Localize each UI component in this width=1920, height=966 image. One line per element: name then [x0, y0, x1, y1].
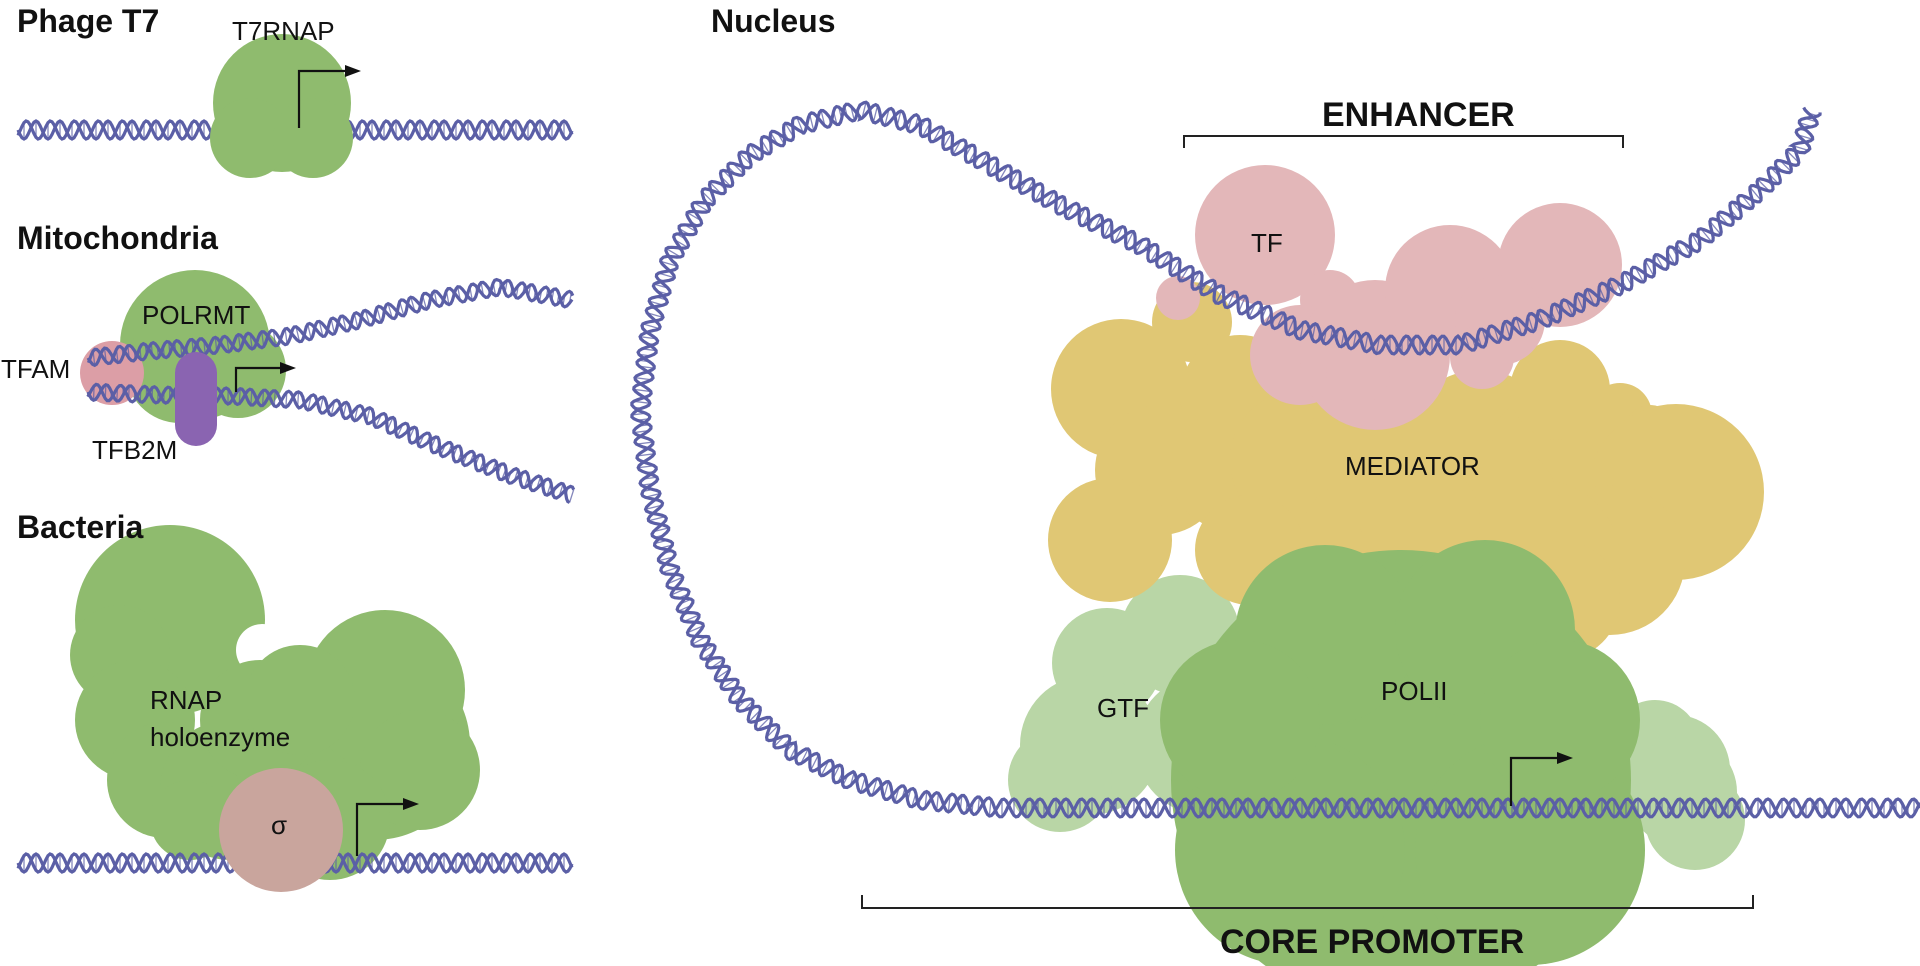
bacteria-title: Bacteria: [17, 509, 144, 545]
mito-tss-arrow: [234, 362, 296, 392]
tfb2m-blob: [175, 352, 217, 446]
bacteria-tss-arrow: [355, 798, 419, 856]
holoenzyme-label: holoenzyme: [150, 722, 290, 752]
enhancer-bracket: [1183, 135, 1624, 148]
core-promoter-bracket: [861, 895, 1754, 909]
tfam-label: TFAM: [1, 354, 70, 384]
protein-blobs-front: [175, 34, 353, 892]
nucleus-title: Nucleus: [711, 3, 835, 39]
sigma-blob: [219, 768, 343, 892]
t7rnap-blob: [210, 34, 353, 178]
t7rnap-label: T7RNAP: [232, 16, 335, 46]
mitochondria-title: Mitochondria: [17, 220, 218, 256]
enhancer-label: ENHANCER: [1322, 96, 1515, 134]
core-promoter-label: CORE PROMOTER: [1220, 923, 1524, 961]
tf-label: TF: [1251, 228, 1283, 258]
sigma-label: σ: [271, 810, 287, 840]
nucleus-dna-loop: [630, 100, 1920, 819]
dna-strands: [16, 100, 1920, 874]
phage-title: Phage T7: [17, 3, 159, 39]
tfb2m-label: TFB2M: [92, 435, 177, 465]
polrmt-label: POLRMT: [142, 300, 250, 330]
transcription-start-arrows: [234, 65, 1573, 856]
rnap-label: RNAP: [150, 685, 222, 715]
mito-dna-upper: [86, 277, 575, 368]
polii-tss-arrow: [1509, 752, 1573, 806]
gtf-label: GTF: [1097, 693, 1149, 723]
phage-tss-arrow: [297, 65, 361, 128]
mediator-label: MEDIATOR: [1345, 451, 1480, 481]
rnap-lower-fill: [200, 645, 355, 780]
polii-label: POLII: [1381, 676, 1447, 706]
